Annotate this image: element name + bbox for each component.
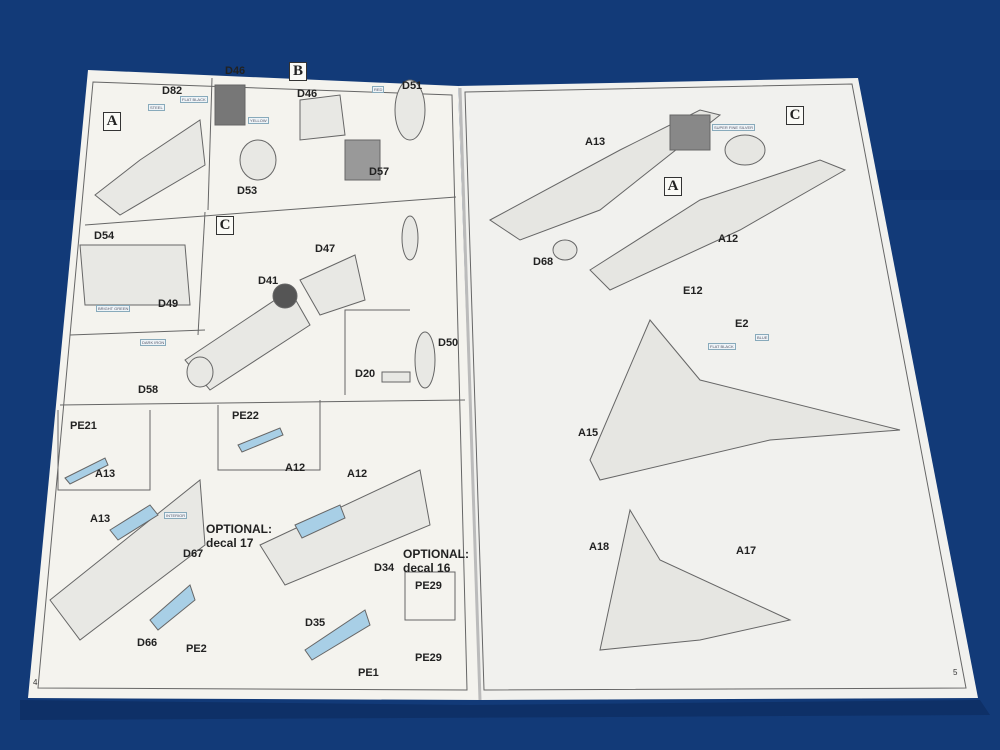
part-label: A18 xyxy=(589,541,610,553)
part-label: A12 xyxy=(347,468,368,480)
page-spine xyxy=(458,87,482,701)
part-label: PE29 xyxy=(415,580,442,592)
color-tag: INTERIOR xyxy=(164,512,188,519)
part-label: D66 xyxy=(137,637,158,649)
part-label: D68 xyxy=(533,256,554,268)
part-label: D50 xyxy=(438,337,459,349)
page-number: 4 xyxy=(33,678,38,687)
part-label: D20 xyxy=(355,368,376,380)
color-tag: FLAT BLACK xyxy=(180,96,208,103)
part-label: D35 xyxy=(305,617,326,629)
part-label: PE21 xyxy=(70,420,97,432)
optional-text: decal 16 xyxy=(403,561,451,575)
step-b-marker: B xyxy=(289,62,307,81)
color-tag: FLAT BLACK xyxy=(708,343,736,350)
step-a-marker: A xyxy=(103,112,121,131)
color-tag: STEEL xyxy=(148,104,165,111)
color-tag: BRIGHT GREEN xyxy=(96,305,131,312)
optional-title: OPTIONAL: xyxy=(206,522,272,536)
part-label: D51 xyxy=(402,80,423,92)
part-label: A13 xyxy=(585,136,606,148)
part-label: PE22 xyxy=(232,410,259,422)
part-label: D47 xyxy=(315,243,336,255)
color-tag: SUPER FINE SILVER xyxy=(712,124,756,131)
part-label: A15 xyxy=(578,427,599,439)
part-label: PE1 xyxy=(358,667,379,679)
part-label: E12 xyxy=(683,285,703,297)
part-label: E2 xyxy=(735,318,749,330)
color-tag: DARK IRON xyxy=(140,339,167,346)
blue-glazing-parts xyxy=(64,427,371,661)
part-label: D54 xyxy=(94,230,115,242)
part-label: D49 xyxy=(158,298,179,310)
part-label: D41 xyxy=(258,275,279,287)
part-label: D67 xyxy=(183,548,204,560)
part-label: D58 xyxy=(138,384,159,396)
part-label: D34 xyxy=(374,562,395,574)
part-label: PE2 xyxy=(186,643,207,655)
color-tag: YELLOW xyxy=(248,117,269,124)
optional-text: decal 17 xyxy=(206,536,254,550)
part-label: A12 xyxy=(285,462,306,474)
part-label: D53 xyxy=(237,185,258,197)
page-number: 5 xyxy=(953,668,958,677)
color-tag: RED xyxy=(372,86,385,93)
part-label: A13 xyxy=(90,513,111,525)
part-label: D46 xyxy=(225,65,246,77)
part-label: A17 xyxy=(736,545,757,557)
part-label: PE29 xyxy=(415,652,442,664)
color-tag: BLUE xyxy=(755,334,770,341)
step-c-marker: C xyxy=(786,106,804,125)
step-a-marker: A xyxy=(664,177,682,196)
part-label: D46 xyxy=(297,88,318,100)
optional-title: OPTIONAL: xyxy=(403,547,469,561)
step-c-marker: C xyxy=(216,216,234,235)
part-label: A12 xyxy=(718,233,739,245)
part-label: D57 xyxy=(369,166,390,178)
part-label: A13 xyxy=(95,468,116,480)
part-label: D82 xyxy=(162,85,183,97)
